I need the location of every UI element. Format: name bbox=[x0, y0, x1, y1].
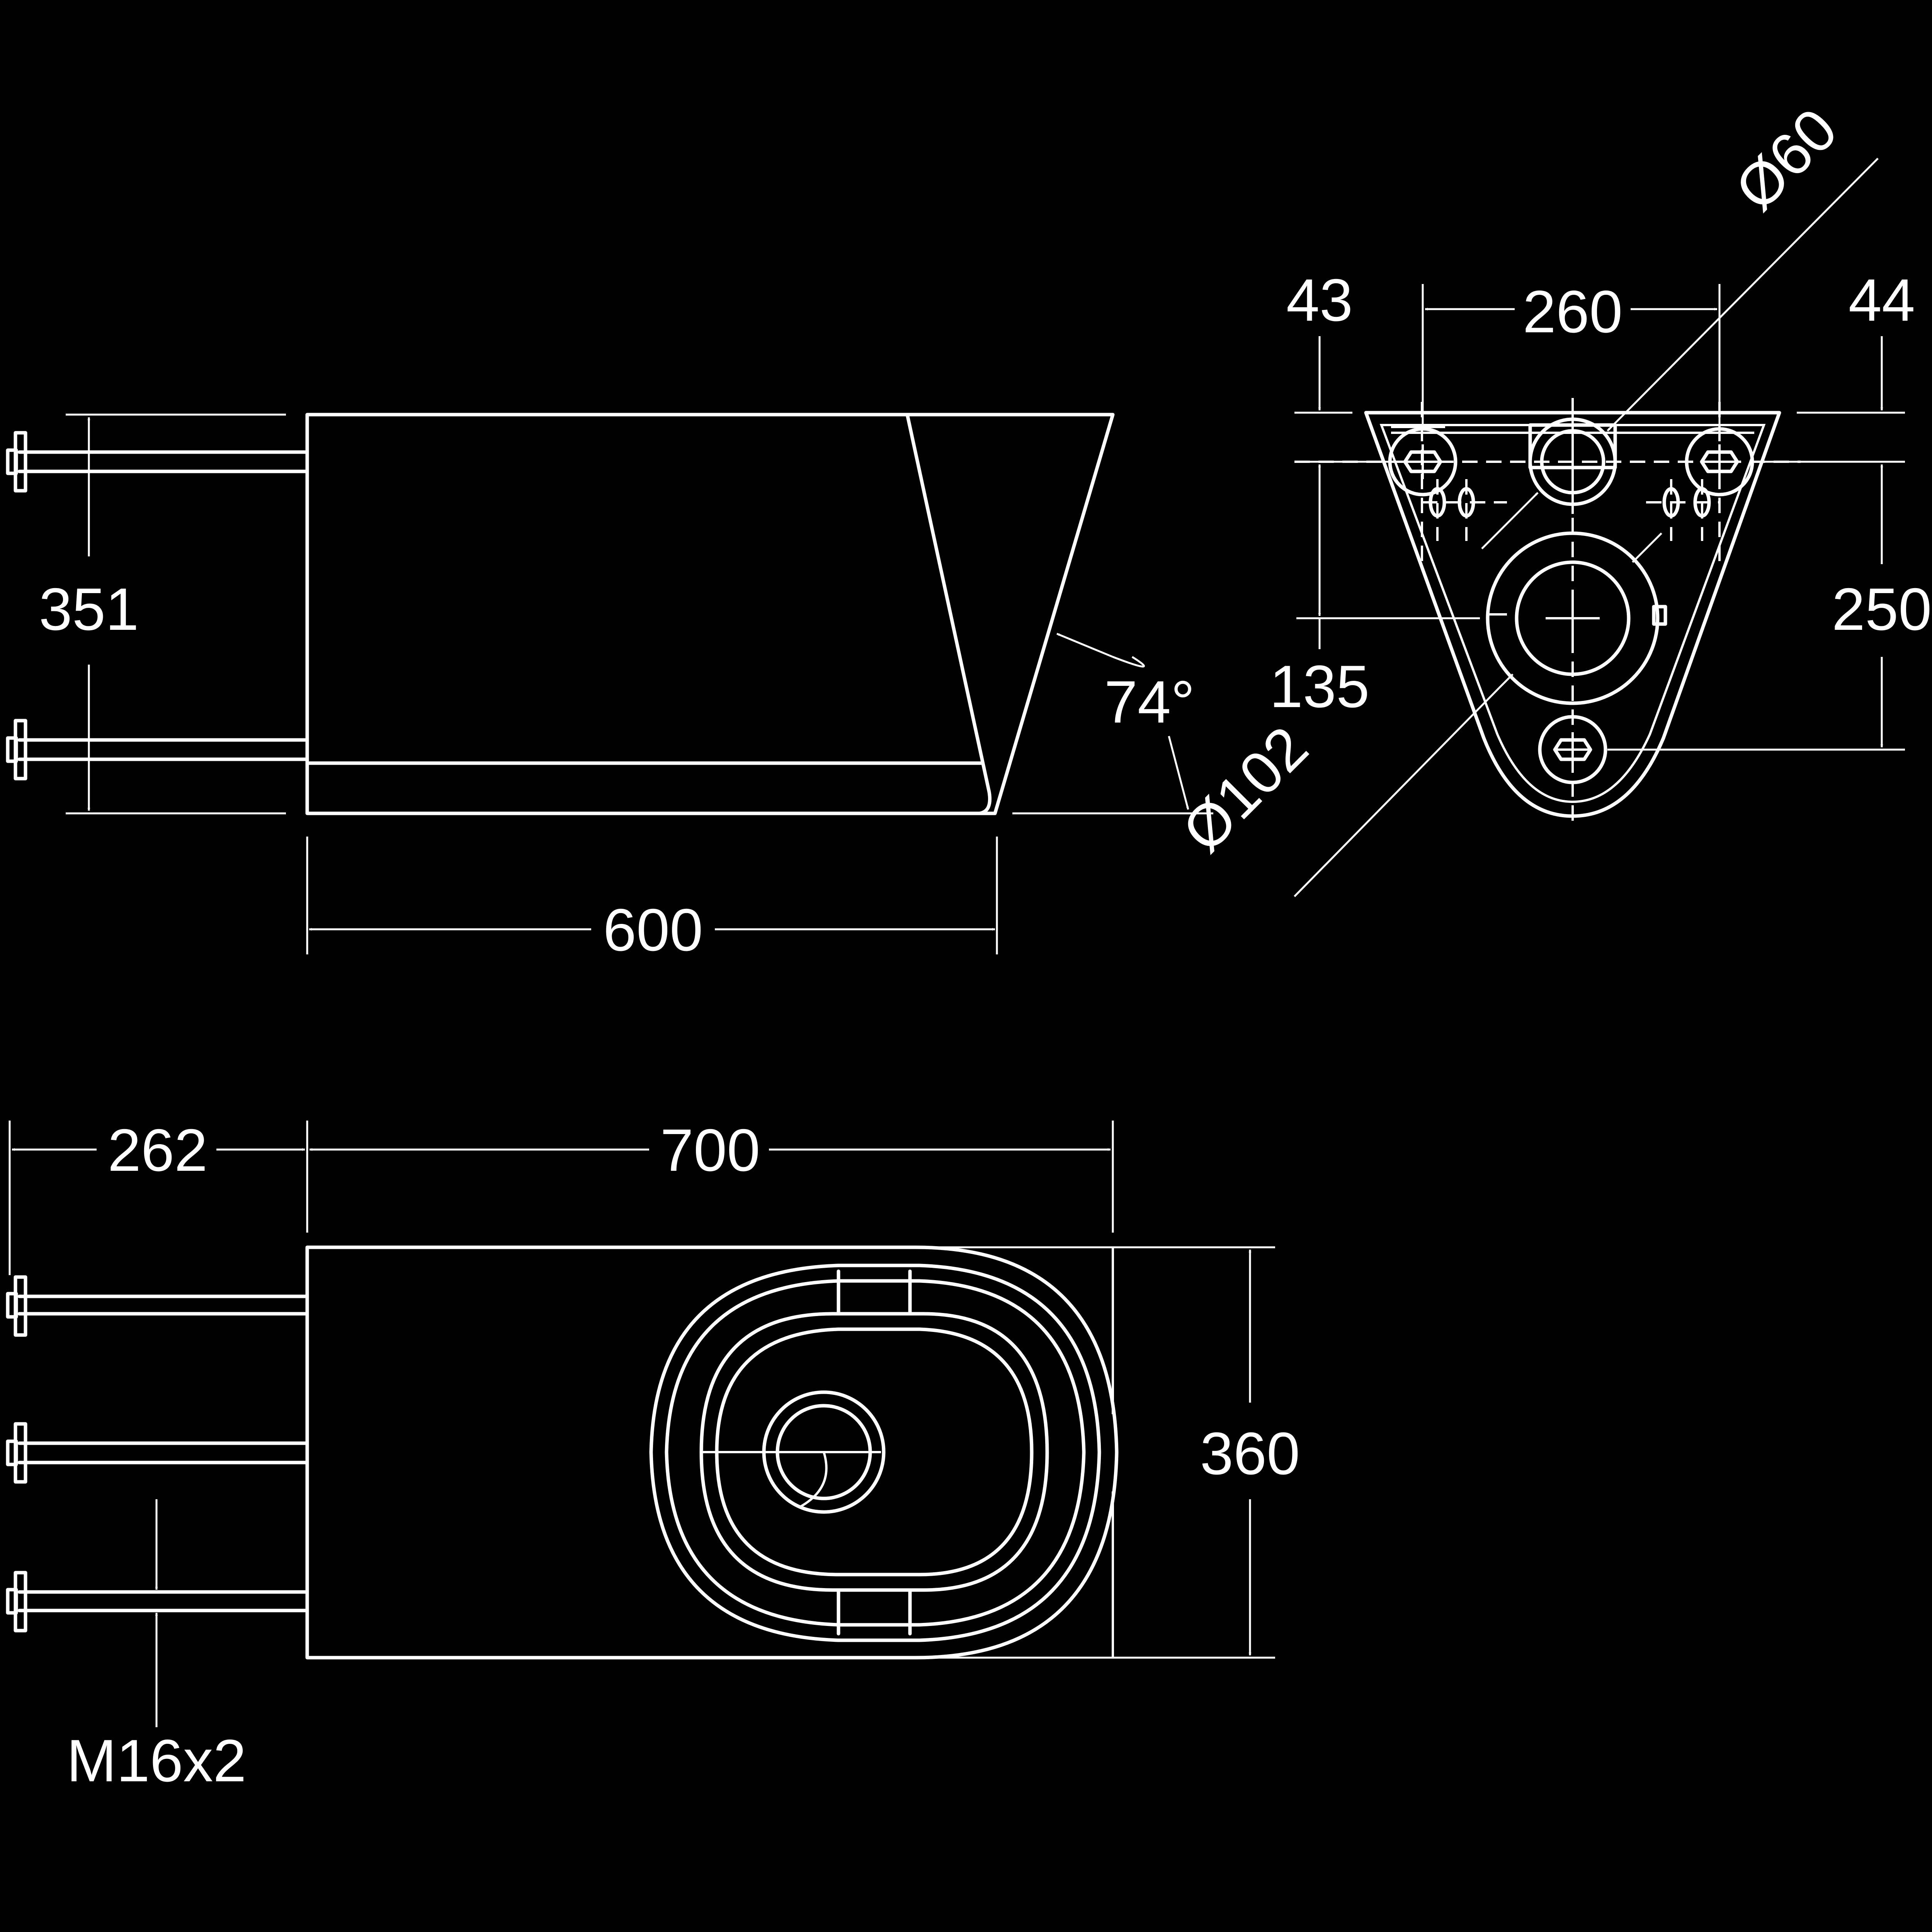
side-view: 351 600 74° bbox=[6, 413, 1213, 963]
plan-view-bowl bbox=[699, 1312, 1049, 1592]
dim-plan-bolt-length-label: 262 bbox=[108, 1117, 208, 1184]
dim-side-height: 351 bbox=[39, 413, 286, 815]
dim-front-bolt-height: 135 bbox=[1270, 461, 1480, 720]
dim-front-total-height: 250 bbox=[1607, 461, 1932, 751]
side-view-bolt-lower bbox=[6, 719, 309, 781]
dim-plan-thread-label: M16x2 bbox=[66, 1727, 246, 1794]
plan-view-outlet bbox=[701, 1390, 886, 1514]
plan-view-bolt-middle bbox=[6, 1422, 309, 1484]
plan-view-rim-outer bbox=[649, 1264, 1101, 1642]
dim-front-left-offset: 43 bbox=[1286, 267, 1353, 414]
front-view-inner-outline bbox=[1379, 424, 1766, 803]
dim-front-total-height-label: 250 bbox=[1832, 576, 1932, 643]
dim-side-angle-label: 74° bbox=[1104, 668, 1195, 735]
dim-front-bolt-height-label: 135 bbox=[1270, 653, 1370, 720]
dim-side-height-label: 351 bbox=[39, 576, 139, 643]
plan-view-bolt-top bbox=[6, 1275, 309, 1337]
plan-view-bolt-bottom bbox=[6, 1571, 309, 1633]
side-view-body bbox=[305, 413, 1115, 815]
plan-view-rim-tabs bbox=[837, 1269, 912, 1636]
dim-plan-width-label: 360 bbox=[1200, 1420, 1300, 1487]
plan-view-outline bbox=[305, 1245, 1119, 1660]
front-view-outlet bbox=[1486, 531, 1667, 705]
side-view-bolt-upper bbox=[6, 431, 309, 493]
dim-plan-width: 360 bbox=[927, 1246, 1300, 1659]
dim-front-right-offset-label: 44 bbox=[1849, 267, 1915, 333]
dim-side-length: 600 bbox=[306, 837, 998, 963]
dim-front-outlet-diameter: Ø102 bbox=[1170, 532, 1662, 897]
dim-plan-length-label: 700 bbox=[660, 1117, 760, 1184]
dim-side-angle: 74° bbox=[1012, 633, 1213, 815]
front-view: 43 260 44 Ø60 135 bbox=[1170, 95, 1932, 897]
dim-plan-length: 700 bbox=[310, 1117, 1114, 1233]
dim-front-outlet-diameter-label: Ø102 bbox=[1170, 714, 1320, 864]
dim-plan-bolt-length: 262 bbox=[9, 1117, 308, 1275]
dim-front-left-offset-label: 43 bbox=[1286, 267, 1353, 333]
plan-view: 262 700 360 M16x2 bbox=[6, 1117, 1300, 1794]
dim-front-inlet-diameter-label: Ø60 bbox=[1722, 95, 1850, 223]
dim-front-bolt-spacing: 260 bbox=[1422, 278, 1721, 425]
dim-front-bolt-spacing-label: 260 bbox=[1523, 278, 1623, 345]
dim-side-length-label: 600 bbox=[603, 896, 703, 963]
dim-plan-thread: M16x2 bbox=[66, 1499, 247, 1794]
front-view-fixings bbox=[1422, 479, 1719, 541]
dim-front-right-offset: 44 bbox=[1797, 267, 1915, 414]
